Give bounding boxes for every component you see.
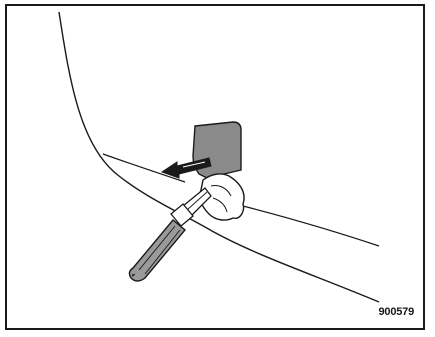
tool-illustration xyxy=(7,6,423,328)
tool-handle xyxy=(129,220,185,281)
cap-plate xyxy=(193,122,241,178)
figure-code: 900579 xyxy=(378,306,414,318)
body-crease-lower xyxy=(243,206,379,246)
figure-frame: 900579 xyxy=(5,4,425,330)
